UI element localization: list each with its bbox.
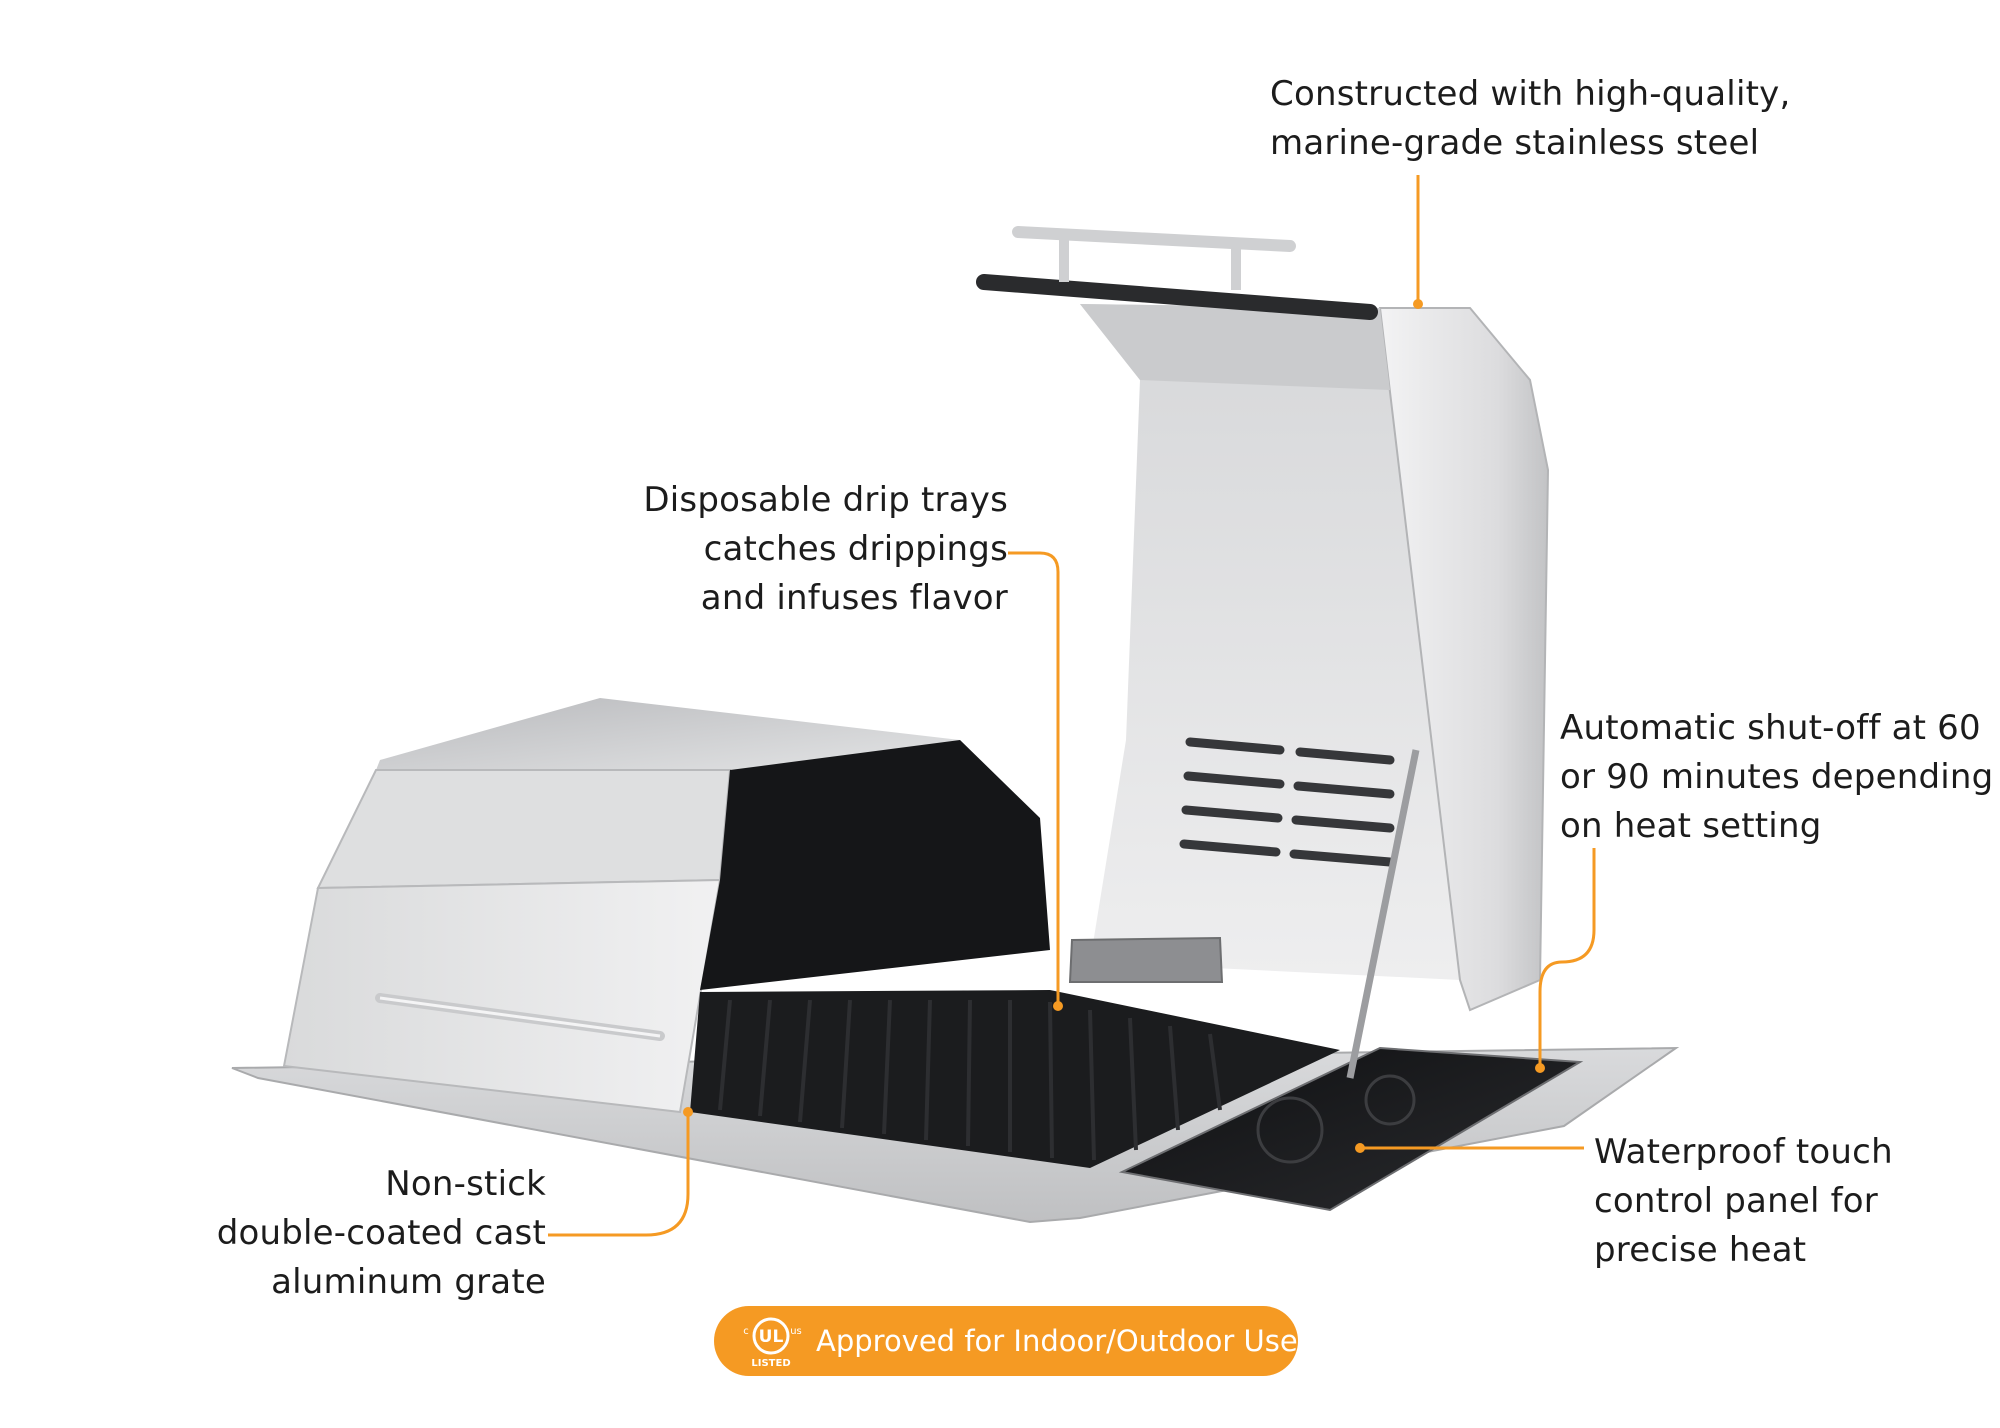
callout-leader-lines <box>548 175 1596 1237</box>
svg-text:UL: UL <box>759 1327 784 1347</box>
svg-text:us: us <box>790 1326 802 1337</box>
lid-support-arm <box>1346 749 1420 1079</box>
callout-line: on heat setting <box>1560 806 1822 846</box>
left-hood-front-upper <box>316 769 732 890</box>
callout-auto-shutoff: Automatic shut-off at 60 or 90 minutes d… <box>1560 704 1993 851</box>
open-lid-inner <box>1080 304 1460 980</box>
callout-line: Automatic shut-off at 60 <box>1560 708 1981 748</box>
grate-ridges <box>718 999 1222 1161</box>
callout-dots <box>683 299 1545 1153</box>
open-lid-outer <box>1378 307 1550 1012</box>
callout-line: catches drippings <box>703 529 1008 569</box>
open-lid-inside-top <box>1080 304 1390 390</box>
callout-line: Waterproof touch <box>1594 1132 1893 1172</box>
callout-drip-trays: Disposable drip trays catches drippings … <box>643 476 1008 623</box>
ul-listed-icon: UL c us LISTED <box>738 1312 804 1370</box>
touch-control-panel <box>1118 1046 1584 1212</box>
callout-line: marine-grade stainless steel <box>1270 123 1760 163</box>
callout-line: aluminum grate <box>271 1262 546 1302</box>
callout-touch-panel: Waterproof touch control panel for preci… <box>1594 1128 1893 1275</box>
callout-line: or 90 minutes depending <box>1560 757 1994 797</box>
callout-line: precise heat <box>1594 1230 1807 1270</box>
callout-line: Non-stick <box>385 1164 546 1204</box>
indoor-outdoor-badge: UL c us LISTED Approved for Indoor/Outdo… <box>714 1306 1298 1376</box>
left-hood-interior <box>700 740 1050 990</box>
callout-line: Disposable drip trays <box>643 480 1008 520</box>
lid-vents <box>1179 737 1395 867</box>
svg-text:LISTED: LISTED <box>751 1358 790 1369</box>
callout-line: control panel for <box>1594 1181 1878 1221</box>
callout-nonstick-grate: Non-stick double-coated cast aluminum gr… <box>217 1160 546 1307</box>
lid-control-box <box>1068 936 1224 983</box>
callout-line: and infuses flavor <box>700 578 1008 618</box>
callout-line: double-coated cast <box>216 1213 546 1253</box>
left-hood-top <box>376 698 980 770</box>
lid-handle <box>976 274 1378 320</box>
svg-text:c: c <box>743 1326 749 1337</box>
callout-stainless-steel: Constructed with high-quality, marine-gr… <box>1270 70 1790 168</box>
badge-label: Approved for Indoor/Outdoor Use <box>816 1324 1298 1358</box>
callout-line: Constructed with high-quality, <box>1270 74 1791 114</box>
left-hood-front-lower <box>282 878 722 1114</box>
